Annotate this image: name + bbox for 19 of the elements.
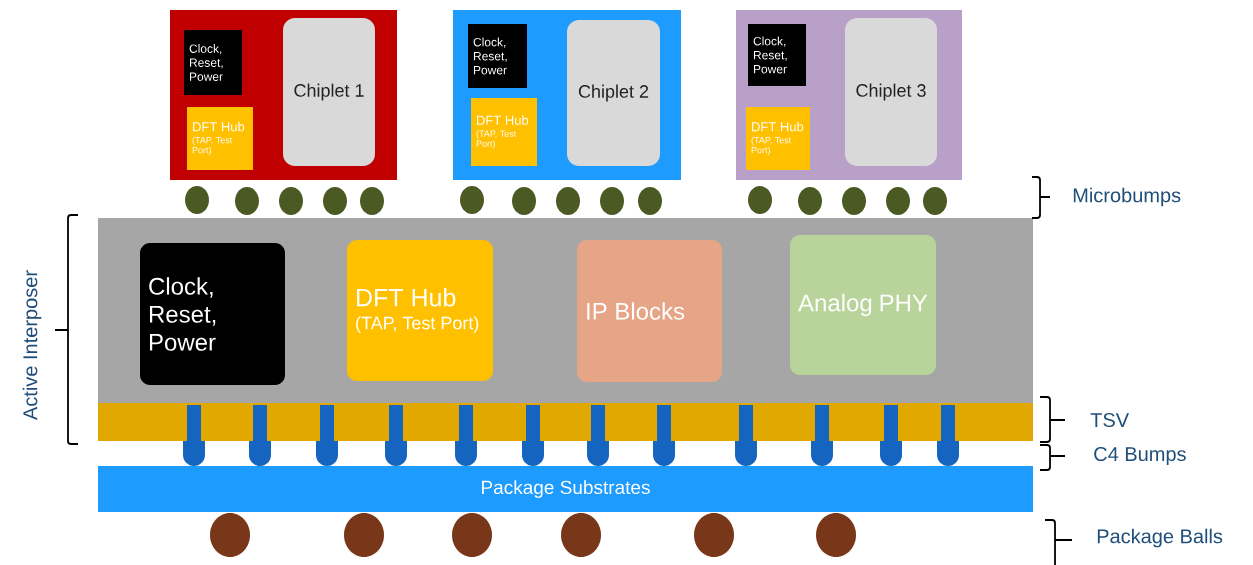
chiplet-core: Chiplet 1: [283, 18, 375, 166]
ip-block: IP Blocks: [577, 240, 722, 382]
dft-hub-block: DFT Hub (TAP, Test Port): [471, 98, 537, 166]
layer-label: Package Balls: [1097, 528, 1223, 548]
substrate-band: Package Substrates: [98, 466, 1033, 512]
phy-block: Analog PHY: [790, 235, 936, 375]
control-block: Clock, Reset, Power: [140, 243, 285, 385]
dft-hub-block: DFT Hub (TAP, Test Port): [187, 107, 253, 170]
control-block: Clock, Reset, Power: [748, 24, 806, 86]
dft-hub-block: DFT Hub (TAP, Test Port): [746, 107, 810, 170]
layer-label: TSV: [1090, 412, 1130, 428]
control-block: Clock, Reset, Power: [468, 24, 527, 88]
chiplet-core: Chiplet 2: [567, 20, 660, 166]
layer-label: C4 Bumps: [1094, 446, 1186, 466]
control-block: Clock, Reset, Power: [184, 30, 242, 95]
dft-hub-block: DFT Hub (TAP, Test Port): [347, 240, 493, 381]
chiplet-core: Chiplet 3: [845, 18, 937, 166]
layer-label: Active Interposer: [22, 270, 42, 420]
layer-label: Microbumps: [1073, 187, 1181, 207]
